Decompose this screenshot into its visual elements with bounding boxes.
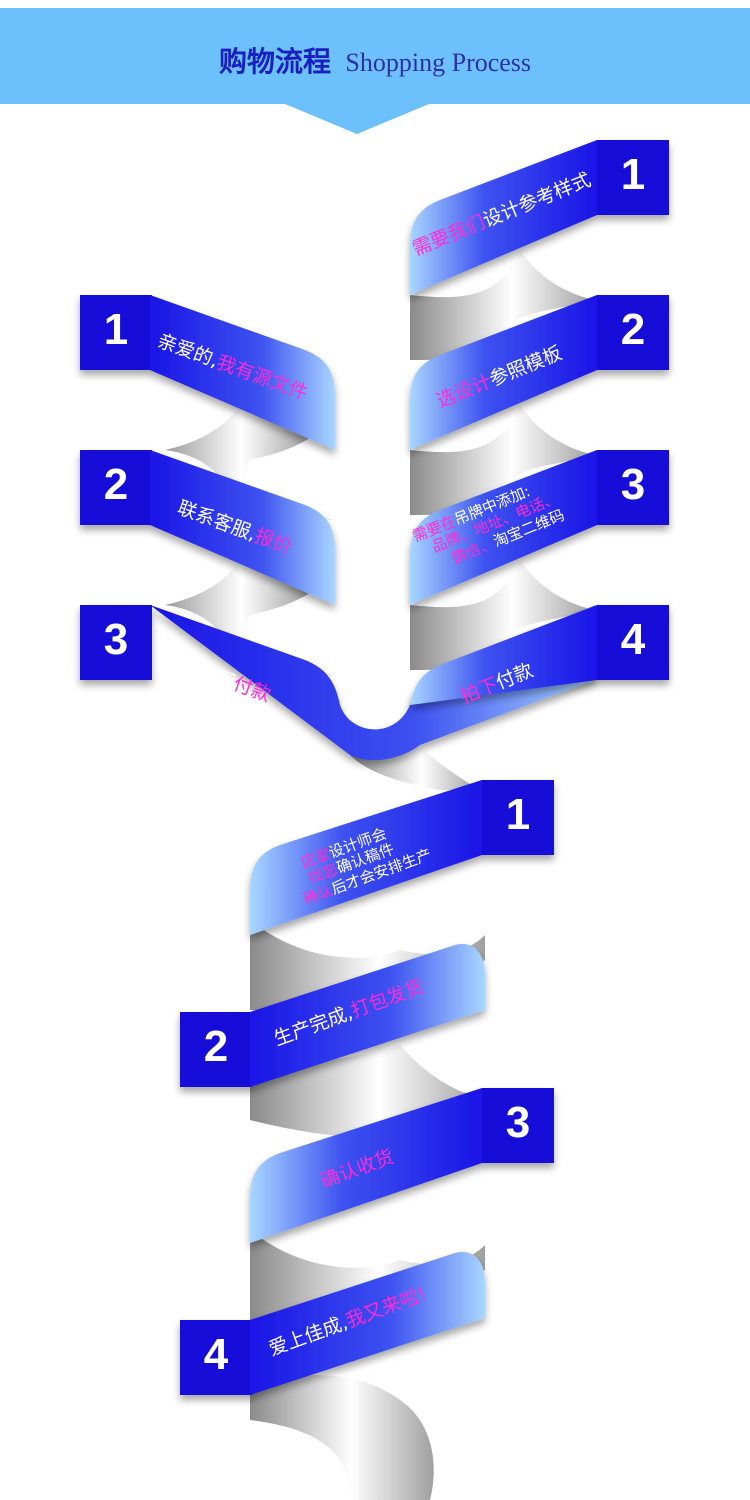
right-step-1-number: 1 <box>620 150 646 199</box>
header-arrow <box>285 104 429 134</box>
right-twists <box>410 250 595 670</box>
left-bands <box>80 295 595 761</box>
left-twists <box>165 405 335 675</box>
common-step-1-number: 1 <box>505 790 531 839</box>
right-bands <box>410 140 669 705</box>
right-step-2-number: 2 <box>620 305 646 354</box>
page-title-en: Shopping Process <box>345 48 532 77</box>
left-step-1-number: 1 <box>103 305 129 354</box>
left-step-2-number: 2 <box>103 460 129 509</box>
right-step-3-number: 3 <box>620 460 646 509</box>
header-banner <box>0 8 750 104</box>
common-step-3-number: 3 <box>505 1098 531 1147</box>
page-title-cn: 购物流程 <box>218 45 331 78</box>
common-step-4-number: 4 <box>203 1330 229 1379</box>
common-step-2-number: 2 <box>203 1022 229 1071</box>
page-title: 购物流程 Shopping Process <box>0 40 750 80</box>
center-bands <box>180 780 554 1395</box>
left-step-3-number: 3 <box>103 615 129 664</box>
right-step-4-number: 4 <box>620 615 646 664</box>
